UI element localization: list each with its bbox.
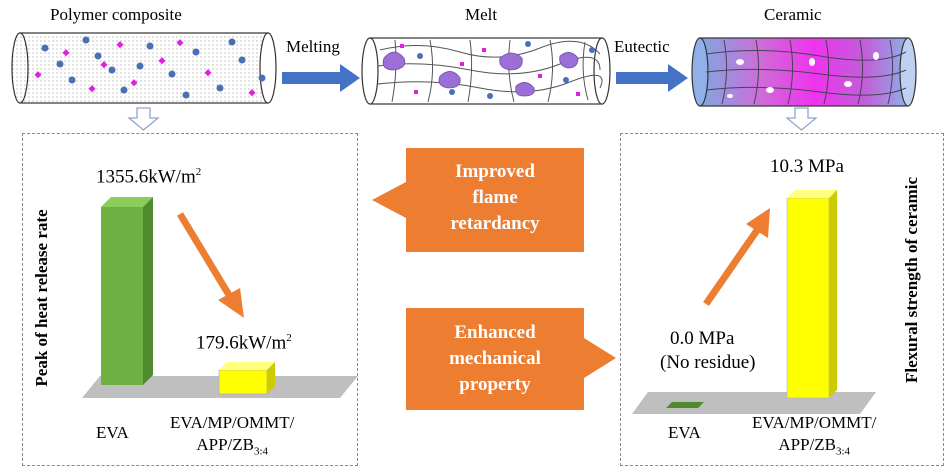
down-arrow-left [127,107,160,131]
stage-label-polymer-composite: Polymer composite [50,5,182,24]
increase-arrow-head [746,208,770,238]
decrease-arrow-shaft [177,212,235,302]
callout-top-text: Improved flame retardancy [450,161,540,234]
left-bar-eva-value: 1355.6kW/m2 [96,166,202,188]
left-chart-ylabel: Peak of heat release rate [32,209,51,387]
melt-cylinder [361,37,611,105]
right-bar-composite [786,190,837,399]
melting-arrow [282,64,360,92]
right-chart-ylabel: Flexural strength of ceramic [902,177,921,383]
callout-enhanced-mechanical [406,308,616,410]
melting-label: Melting [286,37,340,56]
left-bar-composite [218,362,275,395]
left-panel [22,133,358,466]
right-axis-label-eva: EVA [668,423,701,442]
left-bar-eva [101,197,153,385]
stage-label-ceramic: Ceramic [764,5,822,24]
decrease-arrow-head [218,288,244,318]
left-axis-label-eva: EVA [96,423,129,442]
down-arrow-right [785,107,818,131]
right-chart [632,190,876,414]
polymer-composite-cylinder [11,32,277,104]
callout-bottom-text: Enhanced mechanical property [449,322,541,395]
right-bar-eva-note: (No residue) [660,352,756,373]
stage-label-melt: Melt [465,5,498,24]
increase-arrow-shaft [703,224,763,306]
eutectic-arrow [616,64,688,92]
callout-improved-flame [372,148,584,252]
left-axis-label-composite: EVA/MP/OMMT/ APP/ZB3:4 [170,413,295,458]
right-bar-eva-value: 0.0 MPa [670,328,735,349]
left-bar-composite-value: 179.6kW/m2 [196,332,292,354]
ceramic-cylinder [691,37,917,107]
right-bar-eva [666,402,704,408]
eutectic-label: Eutectic [614,37,670,56]
right-bar-composite-value: 10.3 MPa [770,156,844,177]
right-axis-label-composite: EVA/MP/OMMT/ APP/ZB3:4 [752,413,877,458]
right-panel [620,133,944,466]
left-chart [82,197,358,398]
